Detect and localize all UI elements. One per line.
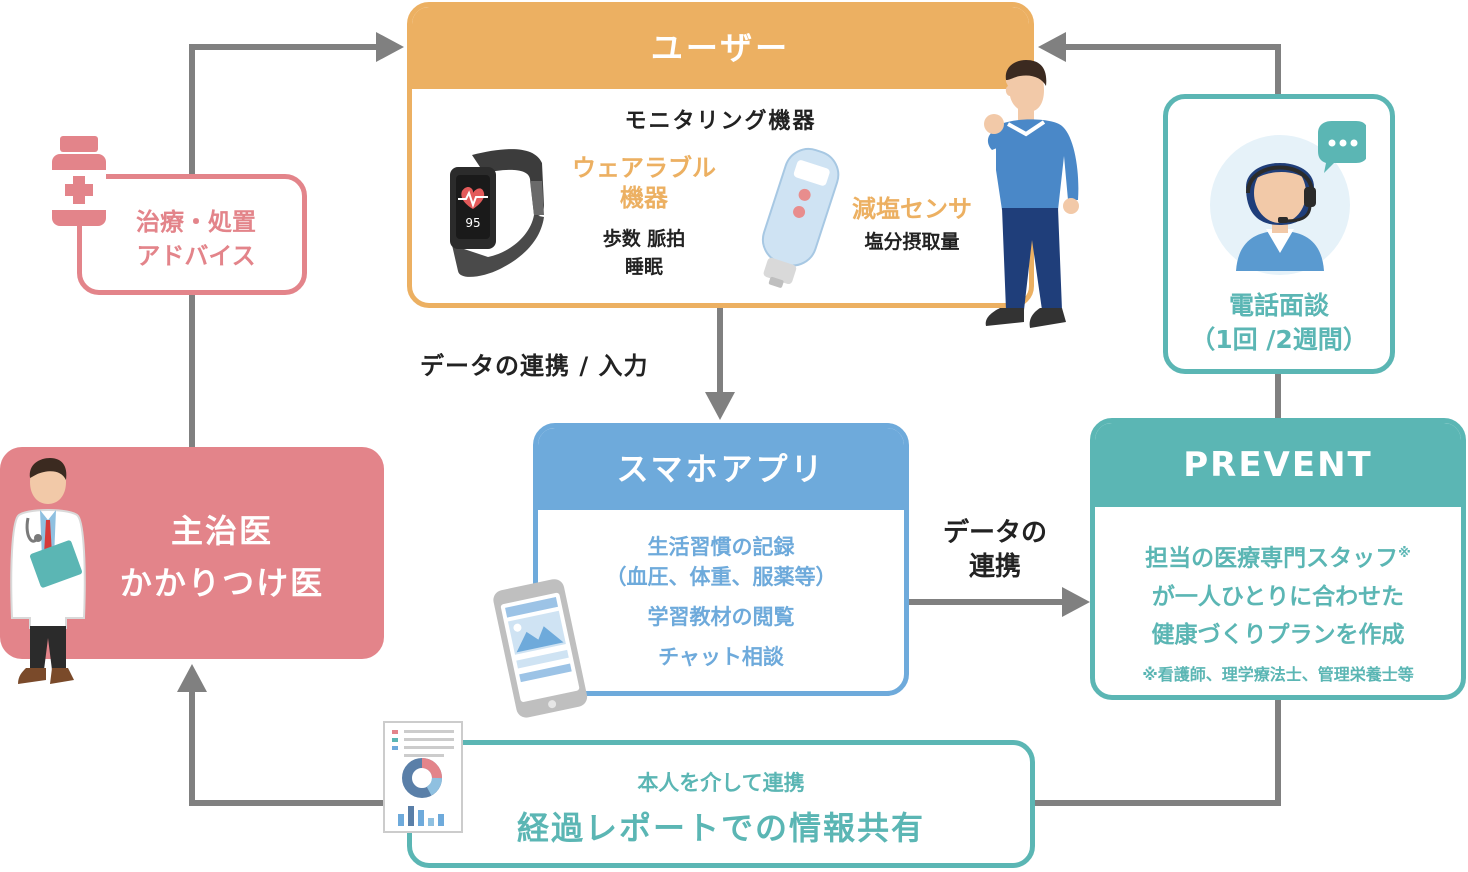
data-link-line1: データの [942, 518, 1047, 548]
app-box-title: スマホアプリ [538, 428, 904, 510]
monitoring-devices-label: モニタリング機器 [624, 109, 817, 134]
salt-sensor-title: 減塩センサ [852, 195, 972, 223]
prevent-box: PREVENT 担当の医療専門スタッフ※ が一人ひとりに合わせた 健康づくりプラ… [1090, 418, 1466, 700]
treatment-line2: アドバイス [136, 242, 256, 270]
user-person-icon [984, 60, 1079, 328]
report-info-sharing-label: 経過レポートでの情報共有 [516, 809, 925, 847]
arrow-doctor-to-user [189, 44, 376, 447]
doctor-person-icon [10, 458, 86, 684]
wearable-detail: 歩数 脈拍 睡眠 [552, 225, 736, 281]
doctor-line2: かかりつけ医 [119, 564, 325, 602]
phone-consultation-text: 電話面談 （1回 /2週間） [1168, 289, 1390, 357]
treatment-advice-box: 治療・処置 アドバイス [77, 174, 307, 295]
phone-consultation-line1: 電話面談 [1228, 291, 1329, 320]
app-feature-1-detail: （血圧、体重、服薬等） [605, 565, 837, 589]
phone-consultation-box: 電話面談 （1回 /2週間） [1163, 94, 1395, 374]
report-document-icon [383, 721, 463, 833]
medicine-bottle-icon [52, 136, 106, 226]
report-via-person-label: 本人を介して連携 [637, 771, 805, 795]
doctor-text: 主治医 かかりつけ医 [60, 505, 384, 609]
prevent-line-3: 健康づくりプランを作成 [1151, 621, 1405, 648]
app-features: 生活習慣の記録 （血圧、体重、服薬等） 学習教材の閲覧 チャット相談 [538, 532, 904, 672]
treatment-line1: 治療・処置 [136, 208, 256, 236]
operator-headset-icon [1210, 121, 1366, 275]
prevent-line-2: が一人ひとりに合わせた [1151, 583, 1405, 610]
note-mark: ※ [1398, 546, 1411, 561]
progress-report-box: 本人を介して連携 経過レポートでの情報共有 [407, 740, 1035, 868]
wearable-detail-line1: 歩数 脈拍 [602, 228, 686, 250]
wearable-title-line1: ウェアラブル [572, 154, 716, 182]
data-link-input-label: データの連携 / 入力 [420, 352, 649, 380]
arrow-prevent-to-report [1033, 700, 1281, 806]
app-feature-2: 学習教材の閲覧 [647, 605, 795, 629]
wearable-title: ウェアラブル 機器 [552, 153, 736, 213]
wearable-band-icon: 95 [450, 149, 544, 277]
data-link-line2: 連携 [968, 552, 1021, 582]
smartphone-icon [493, 579, 588, 718]
app-feature-3: チャット相談 [658, 645, 784, 669]
band-screen-value: 95 [465, 216, 480, 230]
prevent-description: 担当の医療専門スタッフ※ が一人ひとりに合わせた 健康づくりプランを作成 [1095, 535, 1461, 654]
salt-sensor-detail: 塩分摂取量 [864, 231, 960, 253]
user-box-title: ユーザー [412, 7, 1029, 89]
wearable-detail-line2: 睡眠 [624, 256, 663, 278]
smartphone-app-box: スマホアプリ 生活習慣の記録 （血圧、体重、服薬等） 学習教材の閲覧 チャット相… [533, 423, 909, 696]
wearable-title-line2: 機器 [620, 184, 668, 212]
prevent-line-1: 担当の医療専門スタッフ※ [1145, 545, 1411, 572]
arrow-report-to-doctor [189, 692, 410, 806]
prevent-note: ※看護師、理学療法士、管理栄養士等 [1142, 665, 1414, 684]
prevent-box-title: PREVENT [1095, 423, 1461, 507]
data-link-label: データの 連携 [930, 516, 1060, 584]
phone-consultation-line2: （1回 /2週間） [1190, 325, 1368, 354]
app-feature-1: 生活習慣の記録 [647, 535, 795, 559]
user-box: ユーザー モニタリング機器 95 ウェアラブル 機器 歩数 脈拍 睡眠 減塩セン… [407, 2, 1034, 308]
doctor-line1: 主治医 [170, 512, 273, 550]
treatment-advice-text: 治療・処置 アドバイス [90, 205, 302, 273]
salt-sensor-icon [761, 147, 840, 288]
